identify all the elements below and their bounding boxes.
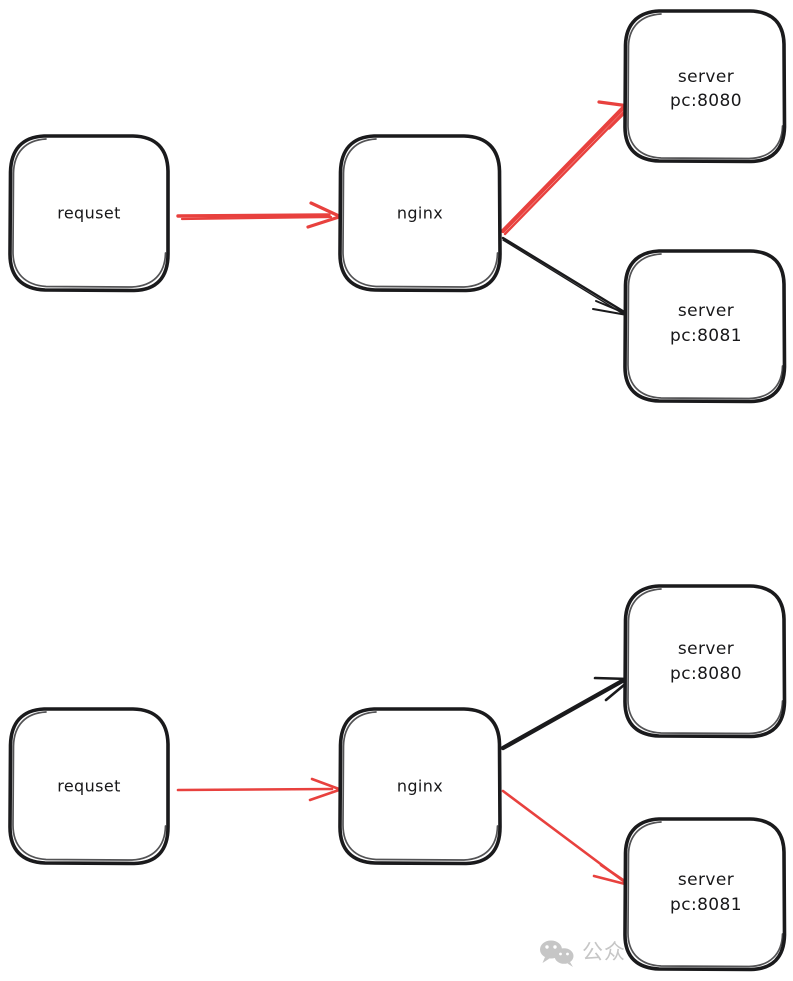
- node-request-upper[interactable]: requset: [8, 134, 170, 293]
- node-request-lower[interactable]: requset: [8, 707, 170, 866]
- node-label-server8080-upper-line2: pc:8080: [670, 91, 742, 111]
- node-label-request-lower: requset: [57, 777, 121, 796]
- diagram-upper: requset nginx server pc:8080 server pc:8…: [8, 9, 787, 404]
- edge-nginx-to-server8080-upper: [500, 100, 632, 236]
- node-server8081-upper[interactable]: server pc:8081: [623, 249, 787, 404]
- edge-nginx-to-server8081-upper: [501, 236, 628, 316]
- node-label-server8081-upper-line2: pc:8081: [670, 326, 742, 346]
- node-label-request-upper: requset: [57, 204, 121, 223]
- node-label-nginx-lower: nginx: [397, 777, 443, 796]
- node-nginx-lower[interactable]: nginx: [338, 707, 502, 866]
- node-label-server8080-upper-line1: server: [678, 67, 734, 87]
- node-label-server8081-upper-line1: server: [678, 301, 734, 321]
- node-label-server8080-lower-line1: server: [678, 639, 734, 659]
- node-label-server8080-lower-line2: pc:8080: [670, 664, 742, 684]
- edge-request-to-nginx-upper: [176, 201, 341, 229]
- edge-nginx-to-server8081-lower: [501, 789, 631, 887]
- diagram-lower: requset nginx server pc:8080 server pc:8…: [8, 584, 787, 972]
- node-nginx-upper[interactable]: nginx: [338, 134, 502, 293]
- node-server8080-upper[interactable]: server pc:8080: [623, 9, 787, 164]
- wechat-icon: [540, 940, 574, 967]
- edge-nginx-to-server8080-lower: [500, 676, 632, 751]
- node-server8080-lower[interactable]: server pc:8080: [623, 584, 787, 739]
- node-server8081-lower[interactable]: server pc:8081: [623, 817, 787, 972]
- node-label-server8081-lower-line1: server: [678, 870, 734, 890]
- node-label-server8081-lower-line2: pc:8081: [670, 895, 742, 915]
- node-label-nginx-upper: nginx: [397, 204, 443, 223]
- edge-request-to-nginx-lower: [176, 777, 341, 802]
